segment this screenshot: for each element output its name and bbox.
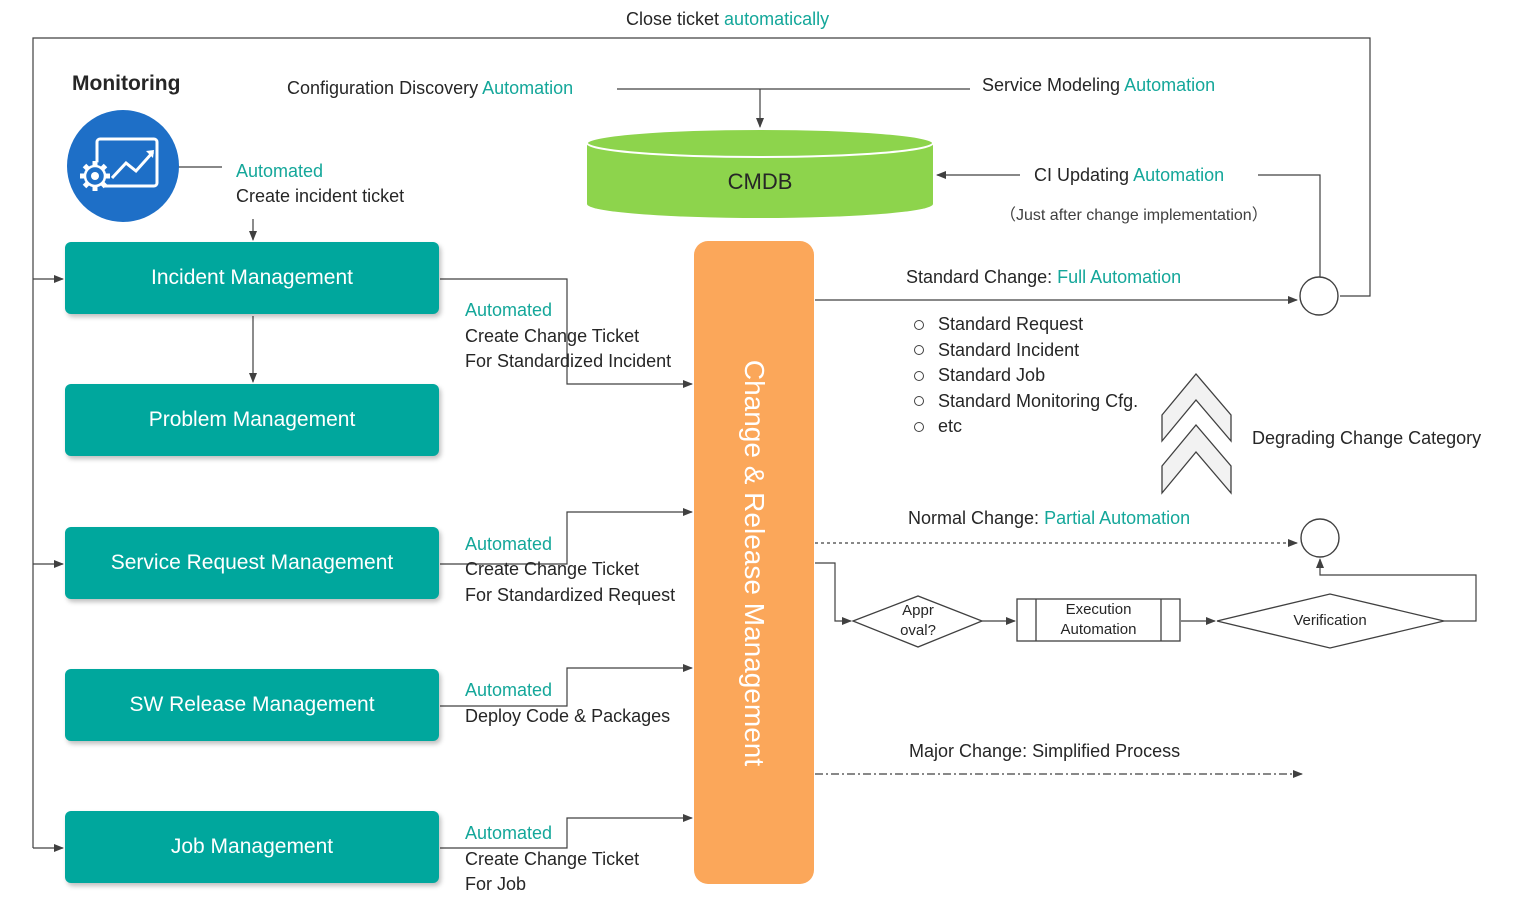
incident-feed-line2: For Standardized Incident <box>465 351 672 371</box>
verification-diamond <box>1216 593 1445 649</box>
problem-management-box[interactable]: Problem Management <box>65 384 439 456</box>
list-item: Standard Monitoring Cfg. <box>912 389 1138 415</box>
bullet-icon <box>914 345 924 356</box>
list-item: Standard Request <box>912 312 1138 338</box>
close-ticket-line <box>32 37 1371 848</box>
request-feed-auto: Automated <box>465 534 553 554</box>
list-item: etc <box>912 414 1138 440</box>
incident-management-box[interactable]: Incident Management <box>65 242 439 314</box>
request-feed-line1: Create Change Ticket <box>465 559 640 579</box>
monitoring-title: Monitoring <box>72 72 181 95</box>
incident-feed-line1: Create Change Ticket <box>465 326 640 346</box>
sw-release-management-box[interactable]: SW Release Management <box>65 669 439 741</box>
job-feed-line2: For Job <box>465 874 527 894</box>
list-item: Standard Incident <box>912 338 1138 364</box>
service-request-management-box[interactable]: Service Request Management <box>65 527 439 599</box>
degrading-chevron-icon <box>1161 372 1232 495</box>
close-ticket-label: Close ticket automatically <box>626 9 830 29</box>
bullet-icon <box>914 421 924 432</box>
cmdb-cylinder <box>586 128 934 218</box>
ci-updating-label: CI Updating Automation <box>1034 165 1225 185</box>
list-item: Standard Job <box>912 363 1138 389</box>
execution-automation-label: Execution Automation <box>1060 601 1137 638</box>
job-feed-auto: Automated <box>465 823 553 843</box>
bullet-icon <box>914 396 924 407</box>
normal-change-label: Normal Change: Partial Automation <box>908 508 1191 528</box>
cmdb-label: CMDB <box>727 169 793 194</box>
release-feed-auto: Automated <box>465 680 553 700</box>
monitoring-desc: Create incident ticket <box>236 186 405 206</box>
change-release-management-box[interactable] <box>694 241 814 884</box>
approval-label: Appr oval? <box>900 602 936 639</box>
config-discovery-label: Configuration Discovery Automation <box>287 78 574 98</box>
job-feed-line1: Create Change Ticket <box>465 849 640 869</box>
approval-diamond <box>851 595 984 648</box>
monitoring-icon <box>67 110 179 222</box>
request-feed-line2: For Standardized Request <box>465 585 676 605</box>
normal-end-circle <box>1300 518 1340 558</box>
verification-label: Verification <box>1293 612 1367 629</box>
release-feed-line1: Deploy Code & Packages <box>465 706 671 726</box>
standard-change-label: Standard Change: Full Automation <box>906 267 1182 287</box>
degrading-change-label: Degrading Change Category <box>1252 428 1482 448</box>
job-management-box[interactable]: Job Management <box>65 811 439 883</box>
incident-feed-auto: Automated <box>465 300 553 320</box>
ci-updating-note: （Just after change implementation） <box>1000 207 1268 224</box>
execution-box <box>1016 598 1181 642</box>
monitoring-automated-label: Automated <box>236 161 324 181</box>
major-change-label: Major Change: Simplified Process <box>909 741 1181 761</box>
standard-end-circle <box>1299 276 1339 316</box>
bullet-icon <box>914 319 924 330</box>
service-modeling-label: Service Modeling Automation <box>982 75 1216 95</box>
bullet-icon <box>914 370 924 381</box>
standard-change-list: Standard Request Standard Incident Stand… <box>912 312 1138 440</box>
